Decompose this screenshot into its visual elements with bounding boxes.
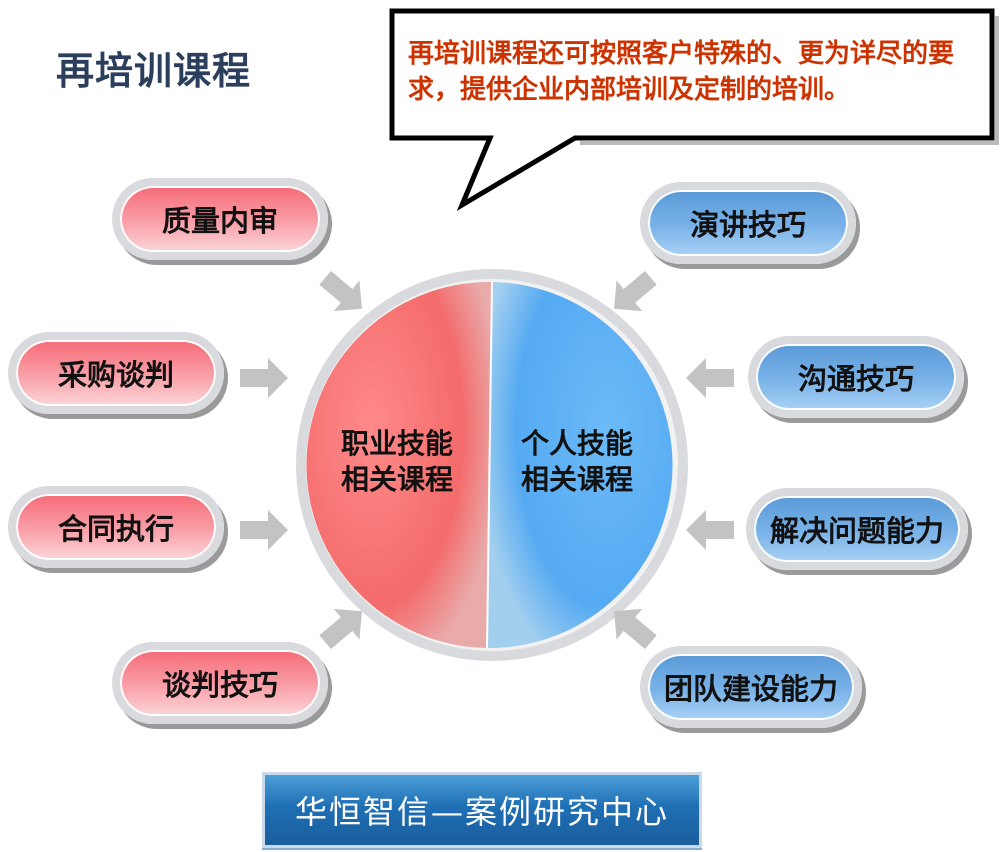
arrows (240, 270, 734, 650)
center-right-label: 个人技能 相关课程 (502, 426, 652, 498)
center-right-half (487, 282, 673, 649)
arrow-left-4 (319, 608, 362, 650)
arrow-right-2 (686, 358, 734, 398)
arrow-left-2 (240, 358, 288, 398)
footer-banner: 华恒智信—案例研究中心 (262, 772, 702, 848)
callout-bubble (389, 8, 999, 211)
left-item-contract-execution: 合同执行 (8, 486, 224, 568)
right-item-team-building: 团队建设能力 (640, 646, 862, 728)
left-item-procurement-negotiation: 采购谈判 (8, 332, 224, 414)
left-item-quality-audit: 质量内审 (112, 178, 328, 260)
right-item-communication-skills: 沟通技巧 (748, 336, 964, 418)
center-circle (296, 269, 688, 661)
arrow-left-3 (240, 510, 288, 550)
arrow-left-1 (319, 270, 362, 312)
center-left-line2: 相关课程 (340, 463, 453, 496)
center-right-line1: 个人技能 (520, 427, 633, 460)
arrow-right-3 (686, 510, 734, 550)
right-item-problem-solving: 解决问题能力 (746, 488, 968, 570)
callout-text: 再培训课程还可按照客户特殊的、更为详尽的要求，提供企业内部培训及定制的培训。 (408, 39, 955, 105)
arrow-right-4 (614, 608, 657, 650)
center-right-line2: 相关课程 (520, 463, 633, 496)
center-left-half (306, 281, 492, 648)
center-left-label: 职业技能 相关课程 (322, 426, 472, 498)
page-title: 再培训课程 (56, 49, 252, 93)
right-item-presentation-skills: 演讲技巧 (640, 182, 856, 264)
left-item-negotiation-skills: 谈判技巧 (112, 642, 328, 724)
arrow-right-1 (614, 270, 657, 312)
center-left-line1: 职业技能 (340, 427, 453, 460)
